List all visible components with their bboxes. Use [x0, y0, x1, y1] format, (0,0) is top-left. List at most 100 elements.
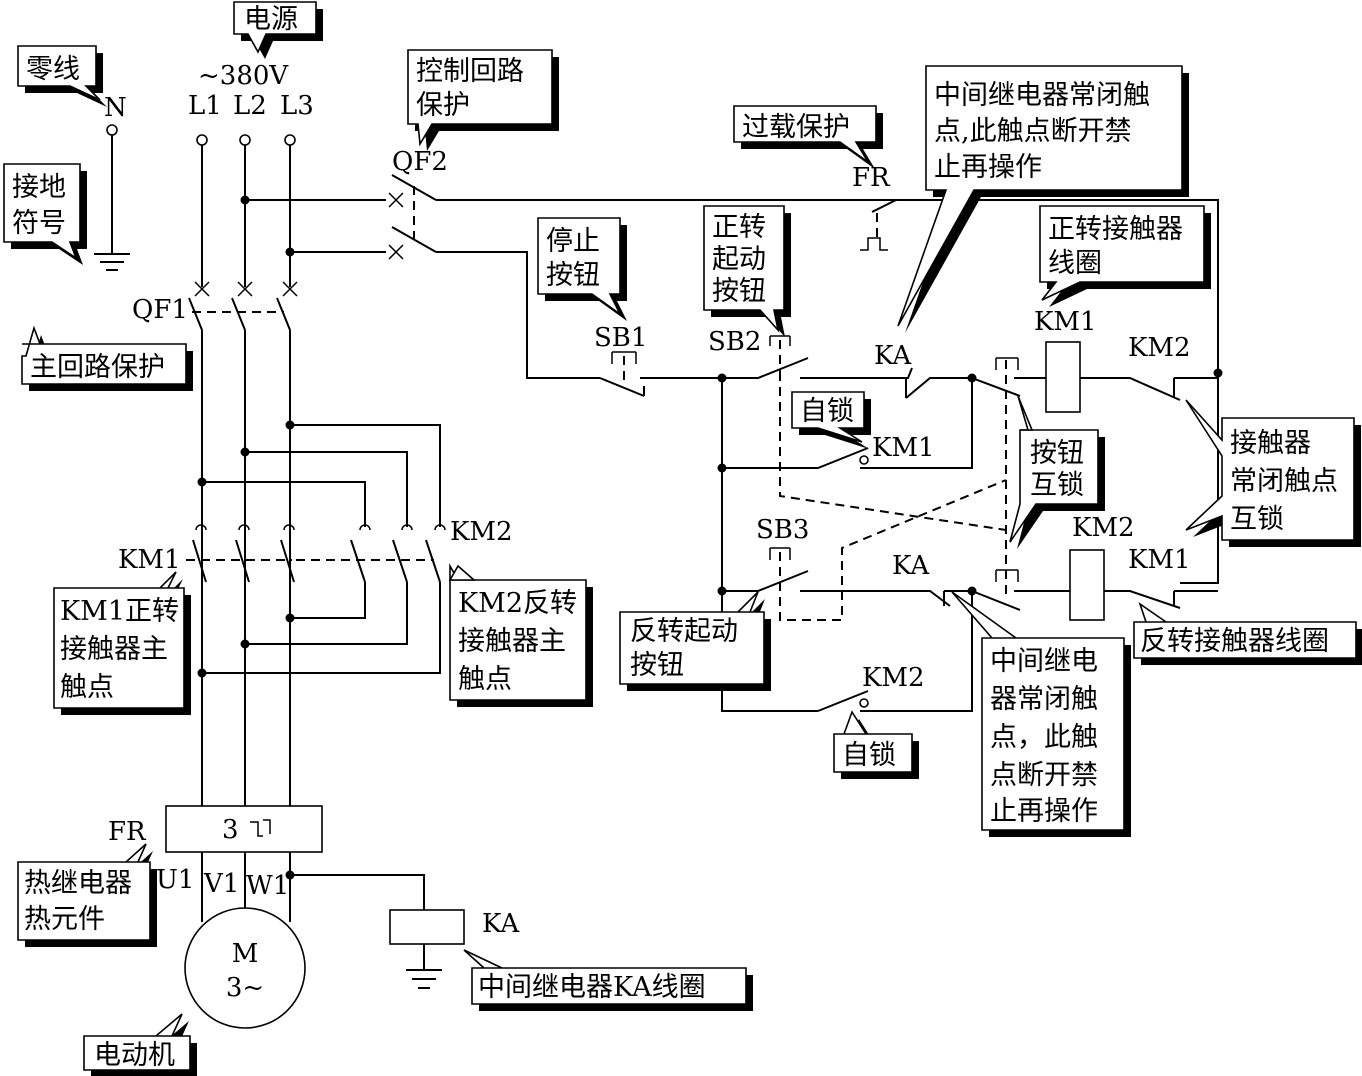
callout-reverse-start: 反转起动 按钮: [619, 591, 771, 691]
sb2-label: SB2: [708, 327, 761, 357]
svg-text:停止: 停止: [546, 226, 600, 257]
fr-contact-label: FR: [852, 163, 891, 193]
svg-text:反转起动: 反转起动: [630, 616, 738, 647]
callout-contact-interlock: 接触器 常闭触点 互锁: [1185, 399, 1361, 547]
svg-text:自锁: 自锁: [842, 740, 896, 771]
component-labels: ~380V N L1 L2 L3 QF1 QF2 FR SB1 SB2 KA K…: [104, 61, 1191, 1003]
svg-text:正转接触器: 正转接触器: [1048, 214, 1183, 245]
qf1-label: QF1: [132, 295, 188, 325]
callout-forward-start: 正转 起动 按钮: [703, 205, 791, 337]
svg-text:线圈: 线圈: [1048, 248, 1102, 279]
km1-selflock-label: KM1: [872, 433, 935, 463]
svg-text:止再操作: 止再操作: [934, 152, 1042, 183]
svg-text:按钮: 按钮: [1030, 438, 1084, 469]
callout-ka-nc-top: 中间继电器常闭触 点,此触点断开禁 止再操作: [897, 65, 1189, 333]
callout-ground: 接地 符号: [3, 163, 87, 265]
svg-text:接触器主: 接触器主: [458, 626, 566, 657]
km1-main-label: KM1: [118, 545, 181, 575]
power-circuit: [94, 124, 465, 1029]
svg-text:零线: 零线: [26, 54, 80, 85]
svg-text:止再操作: 止再操作: [990, 796, 1098, 827]
qf2-label: QF2: [392, 147, 448, 177]
supply-voltage: ~380V: [198, 61, 289, 91]
svg-text:保护: 保护: [416, 90, 470, 121]
km2-coil-label: KM2: [1072, 513, 1135, 543]
phase-l1-label: L1: [188, 91, 222, 121]
neutral-label: N: [104, 93, 127, 123]
ka-coil: [389, 909, 465, 945]
svg-text:点，此触: 点，此触: [990, 722, 1098, 753]
svg-text:过载保护: 过载保护: [742, 112, 850, 143]
callout-ka-coil: 中间继电器KA线圈: [463, 949, 753, 1011]
svg-text:按钮: 按钮: [630, 650, 684, 681]
km2-main-label: KM2: [450, 517, 513, 547]
callout-ka-nc-bottom: 中间继电 器常闭触 点，此触 点断开禁 止再操作: [951, 591, 1131, 837]
svg-text:按钮: 按钮: [712, 276, 766, 307]
svg-text:触点: 触点: [60, 672, 114, 703]
km1-coil: [1045, 341, 1081, 413]
callout-stop-button: 停止 按钮: [537, 217, 627, 321]
terminal-u1: U1: [156, 865, 194, 895]
callout-reverse-coil: 反转接触器线圈: [1133, 601, 1362, 665]
svg-text:接触器主: 接触器主: [60, 634, 168, 665]
callout-thermal: 热继电器 热元件: [17, 843, 157, 947]
svg-text:反转接触器线圈: 反转接触器线圈: [1140, 626, 1329, 657]
svg-text:KM2反转: KM2反转: [458, 588, 577, 619]
ka-bottom-label: KA: [892, 551, 930, 581]
phase-l2-label: L2: [233, 91, 267, 121]
sb1-label: SB1: [594, 323, 647, 353]
svg-text:KM1正转: KM1正转: [60, 596, 179, 627]
svg-text:主回路保护: 主回路保护: [30, 352, 165, 383]
svg-text:中间继电器KA线圈: 中间继电器KA线圈: [478, 972, 706, 1003]
svg-text:符号: 符号: [12, 208, 66, 239]
motor: [184, 907, 306, 1029]
callout-forward-coil: 正转接触器 线圈: [1039, 205, 1211, 307]
svg-text:起动: 起动: [712, 244, 766, 275]
svg-text:点,此触点断开禁: 点,此触点断开禁: [934, 116, 1132, 147]
km2-selflock-label: KM2: [862, 663, 925, 693]
callout-control-protect: 控制回路 保护: [407, 49, 559, 151]
svg-text:点断开禁: 点断开禁: [990, 760, 1098, 791]
sb3-label: SB3: [756, 515, 809, 545]
svg-text:电动机: 电动机: [94, 1040, 175, 1071]
svg-text:中间继电: 中间继电: [990, 646, 1098, 677]
km2-nc-label: KM2: [1128, 333, 1191, 363]
svg-text:常闭触点: 常闭触点: [1230, 466, 1338, 497]
svg-text:接地: 接地: [12, 172, 66, 203]
svg-text:热元件: 热元件: [24, 904, 105, 935]
callouts: 零线 电源 接地 符号 控制回路 保护 过载保护: [3, 1, 1362, 1076]
callout-self-lock-bottom: 自锁: [833, 710, 919, 779]
fr-heater-label: FR: [108, 817, 147, 847]
callout-km2-main: KM2反转 接触器主 触点: [448, 562, 593, 707]
callout-button-interlock: 按钮 互锁: [1009, 395, 1105, 549]
svg-text:电源: 电源: [244, 4, 298, 35]
svg-text:中间继电器常闭触: 中间继电器常闭触: [934, 80, 1150, 111]
callout-neutral: 零线: [17, 45, 107, 107]
callout-km1-main: KM1正转 接触器主 触点: [53, 571, 191, 715]
svg-text:互锁: 互锁: [1230, 504, 1284, 535]
km2-coil: [1069, 549, 1105, 621]
ka-coil-label: KA: [482, 909, 520, 939]
terminal-v1: V1: [203, 869, 239, 899]
callout-power: 电源: [233, 1, 323, 59]
control-circuit: [388, 174, 1223, 712]
callout-self-lock-top: 自锁: [791, 391, 871, 449]
svg-text:互锁: 互锁: [1030, 470, 1084, 501]
svg-text:接触器: 接触器: [1230, 428, 1311, 459]
svg-text:器常闭触: 器常闭触: [990, 684, 1098, 715]
svg-text:正转: 正转: [712, 212, 766, 243]
km1-coil-label: KM1: [1034, 307, 1097, 337]
terminal-w1: W1: [246, 871, 289, 901]
svg-text:自锁: 自锁: [800, 396, 854, 427]
motor-phase: 3~: [226, 973, 264, 1003]
motor-symbol: M: [232, 939, 259, 969]
km1-nc-label: KM1: [1128, 545, 1191, 575]
phase-l3-label: L3: [280, 91, 314, 121]
thermal-element: [165, 805, 323, 853]
callout-main-protect: 主回路保护: [21, 325, 193, 391]
ka-top-label: KA: [874, 341, 912, 371]
svg-text:触点: 触点: [458, 664, 512, 695]
fr-heater-count: 3: [222, 815, 239, 845]
callout-motor: 电动机: [83, 1013, 197, 1076]
